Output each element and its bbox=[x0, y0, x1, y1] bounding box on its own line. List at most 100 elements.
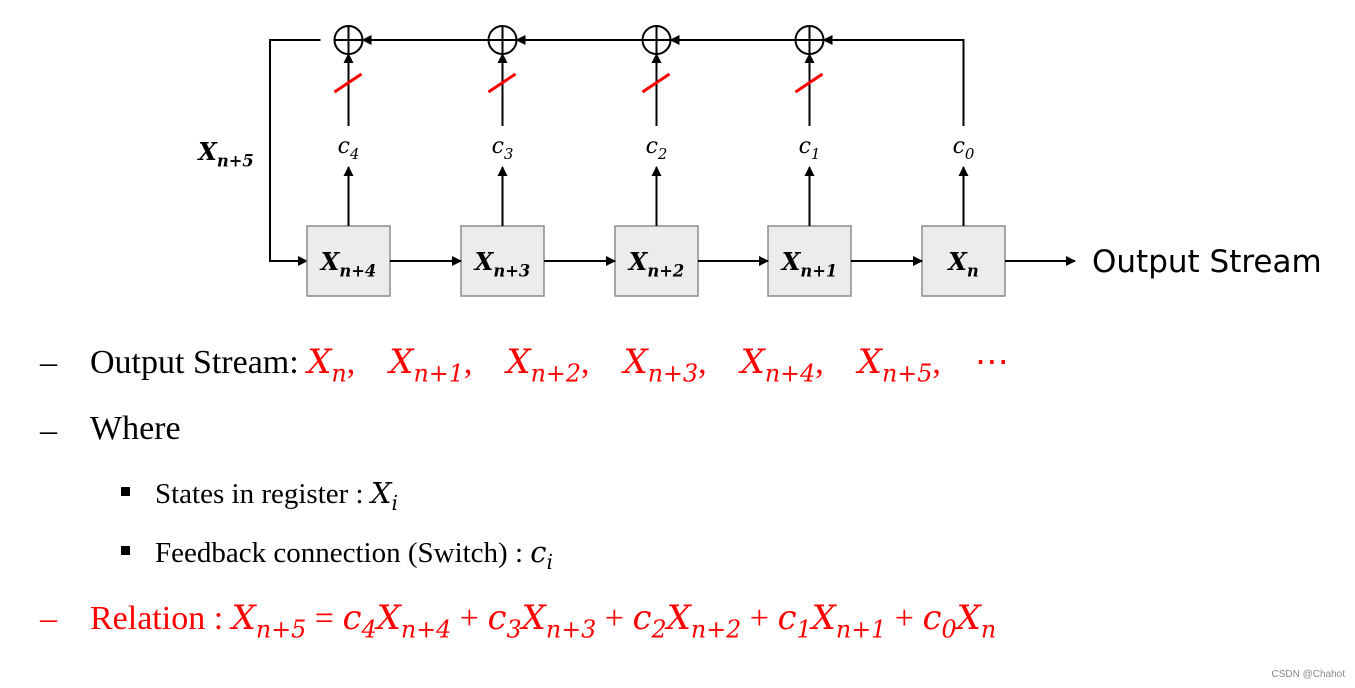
output-stream-term: Xn bbox=[307, 342, 347, 387]
switch-mark bbox=[487, 72, 517, 94]
relation-lhs-sub: n+5 bbox=[255, 615, 307, 644]
output-stream-term: Xn+2 bbox=[506, 342, 581, 387]
output-stream-term: Xn+3 bbox=[623, 342, 699, 387]
relation-coef: c3 bbox=[487, 598, 521, 643]
relation-state-sub: n+1 bbox=[835, 615, 887, 644]
relation-lhs: Xn+5 bbox=[231, 598, 307, 643]
output-stream-ellipsis: ⋯ bbox=[974, 344, 1009, 381]
output-stream-title: Output Stream bbox=[1092, 244, 1322, 280]
coefficient-label: c1 bbox=[799, 134, 821, 163]
relation-coef-sub: 0 bbox=[941, 615, 957, 644]
relation-state-sub: n+3 bbox=[545, 615, 597, 644]
output-stream-line: Output Stream: Xn, Xn+1, Xn+2, Xn+3, Xn+… bbox=[90, 342, 1009, 387]
feedback-label: Xn+5 bbox=[196, 137, 254, 171]
dash-where: – bbox=[40, 412, 57, 449]
output-stream-separator: , bbox=[698, 344, 741, 381]
feedback-symbol: ci bbox=[530, 535, 553, 574]
output-stream-separator: , bbox=[346, 344, 390, 381]
register-label: Xn+1 bbox=[780, 247, 838, 281]
output-stream-terms: Xn, Xn+1, Xn+2, Xn+3, Xn+4, Xn+5, ⋯ bbox=[307, 342, 1009, 387]
relation-state: Xn+2 bbox=[666, 598, 742, 643]
coefficient-label: c3 bbox=[492, 134, 514, 163]
where-label: Where bbox=[90, 410, 181, 447]
relation-state: Xn+4 bbox=[376, 598, 452, 643]
output-stream-term-sub: n+3 bbox=[647, 359, 699, 388]
register-label: Xn+3 bbox=[473, 247, 531, 281]
output-stream-term-base: X bbox=[857, 342, 882, 382]
switch-mark bbox=[794, 72, 824, 94]
output-stream-separator: , bbox=[815, 344, 858, 381]
relation-coef: c0 bbox=[922, 598, 956, 643]
relation-plus: + bbox=[886, 600, 923, 637]
output-stream-term: Xn+4 bbox=[740, 342, 816, 387]
output-stream-term-base: X bbox=[389, 342, 414, 382]
output-stream-term-sub: n+2 bbox=[530, 359, 581, 388]
output-stream-separator: , bbox=[581, 344, 624, 381]
dash-output: – bbox=[40, 344, 57, 381]
bullet-feedback bbox=[121, 546, 130, 555]
relation-state-base: X bbox=[521, 598, 546, 638]
output-stream-term-sub: n+4 bbox=[764, 359, 816, 388]
states-symbol-base: X bbox=[370, 476, 392, 510]
feedback-label: Feedback connection (Switch) : bbox=[155, 537, 531, 569]
relation-coef: c1 bbox=[777, 598, 811, 643]
relation-lhs-base: X bbox=[231, 598, 256, 638]
relation-state-sub: n+4 bbox=[400, 615, 452, 644]
dash-relation: – bbox=[40, 600, 57, 637]
relation-line: Relation : Xn+5 = c4Xn+4 + c3Xn+3 + c2Xn… bbox=[90, 598, 996, 643]
states-line: States in register : Xi bbox=[155, 476, 398, 515]
relation-plus: + bbox=[451, 600, 488, 637]
relation-state: Xn+3 bbox=[521, 598, 597, 643]
feedback-symbol-sub: i bbox=[546, 550, 554, 575]
output-stream-term-base: X bbox=[623, 342, 648, 382]
register-label: Xn+4 bbox=[319, 247, 377, 281]
relation-state: Xn+1 bbox=[811, 598, 887, 643]
relation-state-sub: n bbox=[980, 615, 997, 644]
c0-feedback-line bbox=[822, 35, 965, 126]
output-stream-label: Output Stream: bbox=[90, 344, 308, 381]
relation-plus: + bbox=[596, 600, 633, 637]
relation-plus: + bbox=[741, 600, 778, 637]
output-stream-term-sub: n+5 bbox=[881, 359, 933, 388]
watermark: CSDN @Chahot bbox=[1271, 669, 1345, 680]
output-stream-term-base: X bbox=[307, 342, 332, 382]
relation-equation: Xn+5 = c4Xn+4 + c3Xn+3 + c2Xn+2 + c1Xn+1… bbox=[231, 598, 997, 643]
relation-state: Xn bbox=[956, 598, 997, 643]
relation-state-base: X bbox=[666, 598, 691, 638]
feedback-symbol-base: c bbox=[530, 535, 547, 569]
output-stream-term-sub: n+1 bbox=[413, 359, 464, 388]
relation-coef-sub: 1 bbox=[796, 615, 812, 644]
output-stream-separator: , bbox=[463, 344, 507, 381]
coefficient-label: c2 bbox=[646, 134, 668, 163]
output-stream-term: Xn+5 bbox=[857, 342, 933, 387]
relation-coef-base: c bbox=[922, 598, 942, 638]
output-stream-term-base: X bbox=[740, 342, 765, 382]
output-stream-separator: , bbox=[932, 344, 975, 381]
register-label: Xn bbox=[946, 247, 979, 281]
states-label: States in register : bbox=[155, 478, 371, 510]
relation-coef: c4 bbox=[342, 598, 376, 643]
feedback-line: Feedback connection (Switch) : ci bbox=[155, 535, 553, 574]
relation-state-base: X bbox=[376, 598, 401, 638]
relation-coef-base: c bbox=[342, 598, 362, 638]
output-stream-term: Xn+1 bbox=[389, 342, 464, 387]
states-symbol-sub: i bbox=[391, 491, 399, 516]
relation-coef-sub: 2 bbox=[651, 615, 667, 644]
relation-coef-base: c bbox=[487, 598, 507, 638]
relation-state-sub: n+2 bbox=[690, 615, 742, 644]
relation-label: Relation : bbox=[90, 600, 232, 637]
relation-state-base: X bbox=[811, 598, 836, 638]
output-stream-term-base: X bbox=[506, 342, 531, 382]
feedback-return-line bbox=[269, 39, 321, 266]
relation-coef-sub: 4 bbox=[361, 615, 377, 644]
relation-coef-base: c bbox=[632, 598, 652, 638]
relation-state-base: X bbox=[956, 598, 981, 638]
relation-coef-base: c bbox=[777, 598, 797, 638]
output-stream-term-sub: n bbox=[331, 359, 347, 388]
switch-mark bbox=[333, 72, 363, 94]
coefficient-label: c0 bbox=[953, 134, 975, 163]
register-label: Xn+2 bbox=[627, 247, 685, 281]
relation-coef-sub: 3 bbox=[506, 615, 522, 644]
